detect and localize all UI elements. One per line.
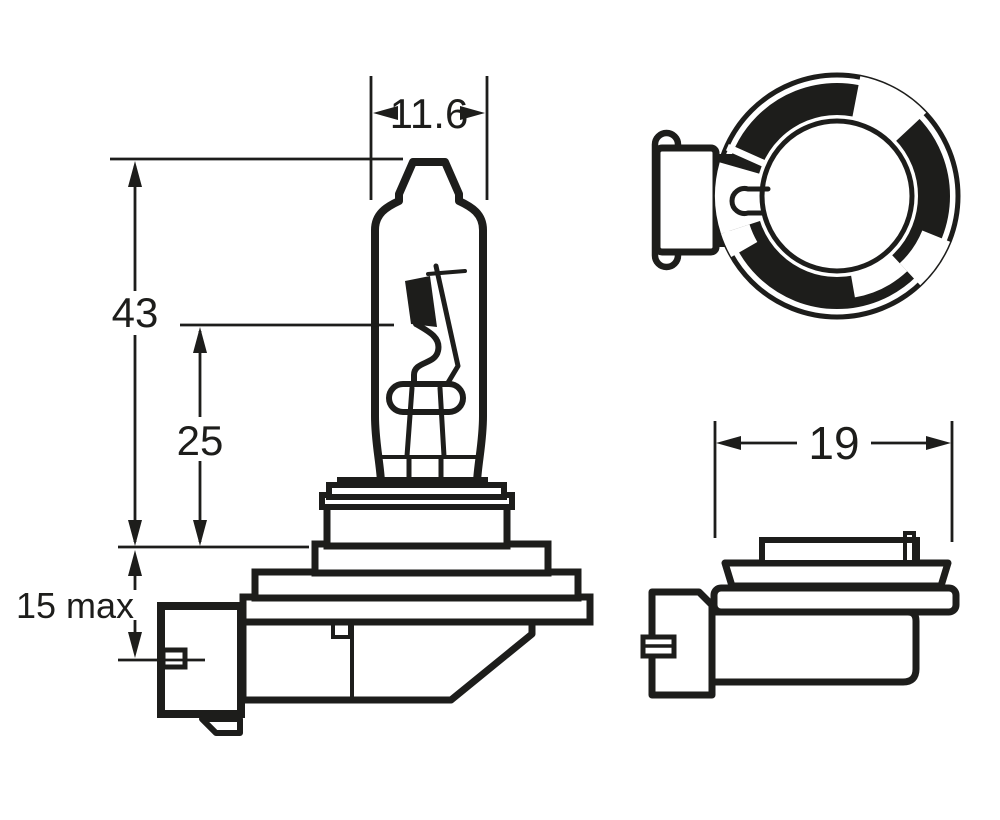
keying-hook [729, 186, 771, 216]
bsv-connector-housing [648, 588, 716, 699]
base-front-view [651, 72, 961, 320]
bsv-flange-taper [721, 559, 952, 590]
dimensioning-base-side-view: 19 [713, 417, 954, 542]
dim-label-light-center-length: 25 [177, 417, 224, 464]
keying-notch-2 [899, 230, 951, 286]
base-top-bar [337, 477, 488, 487]
bulb-side-view [157, 158, 594, 736]
connector-terminal-tab [160, 647, 188, 670]
keying-notch-5 [721, 224, 758, 257]
filament-support-tick [426, 269, 467, 276]
arrowhead-diameter-left [373, 106, 398, 120]
dimensioning-side-view: 11.6 43 25 15 max [16, 76, 489, 662]
arrowhead-lcl-down [193, 520, 207, 546]
dim-label-base-overhang: 15 max [16, 585, 134, 626]
bsv-base-body [708, 608, 920, 686]
filament-leg-right [437, 385, 447, 459]
base-body [239, 612, 536, 704]
filament-coil [386, 381, 466, 415]
connector-foot [199, 716, 243, 736]
filament-shield [405, 276, 437, 327]
arrowhead-15-down [128, 632, 142, 658]
arrowhead-lcl-up [193, 327, 207, 353]
arrowhead-diameter-right [460, 106, 485, 120]
front-connector-body [653, 144, 720, 256]
keying-slit [725, 144, 773, 170]
dim-label-bulb-diameter: 11.6 [390, 90, 469, 137]
bsv-alignment-pin [903, 531, 916, 564]
arrowhead-flange-right [926, 436, 951, 450]
arrowhead-overall-up [128, 161, 142, 187]
base-side-view [640, 531, 960, 699]
filament-leg-left [404, 385, 415, 459]
bulb-neck-circle [759, 118, 915, 274]
base-neck [323, 501, 511, 550]
filament-support-wire [433, 263, 461, 389]
keying-notch-3 [849, 247, 908, 298]
bsv-top-plate [759, 537, 920, 566]
bsv-flange-disc [710, 584, 960, 616]
arrowhead-flange-left [716, 436, 741, 450]
filament-lead-wire [411, 321, 442, 389]
arrowhead-15-up [128, 550, 142, 576]
dim-label-flange-diameter: 19 [808, 417, 859, 469]
arrowhead-overall-down [128, 520, 142, 546]
keying-notch-4 [715, 162, 771, 234]
base-key-notch [331, 622, 352, 639]
dim-label-overall-length: 43 [112, 289, 159, 336]
